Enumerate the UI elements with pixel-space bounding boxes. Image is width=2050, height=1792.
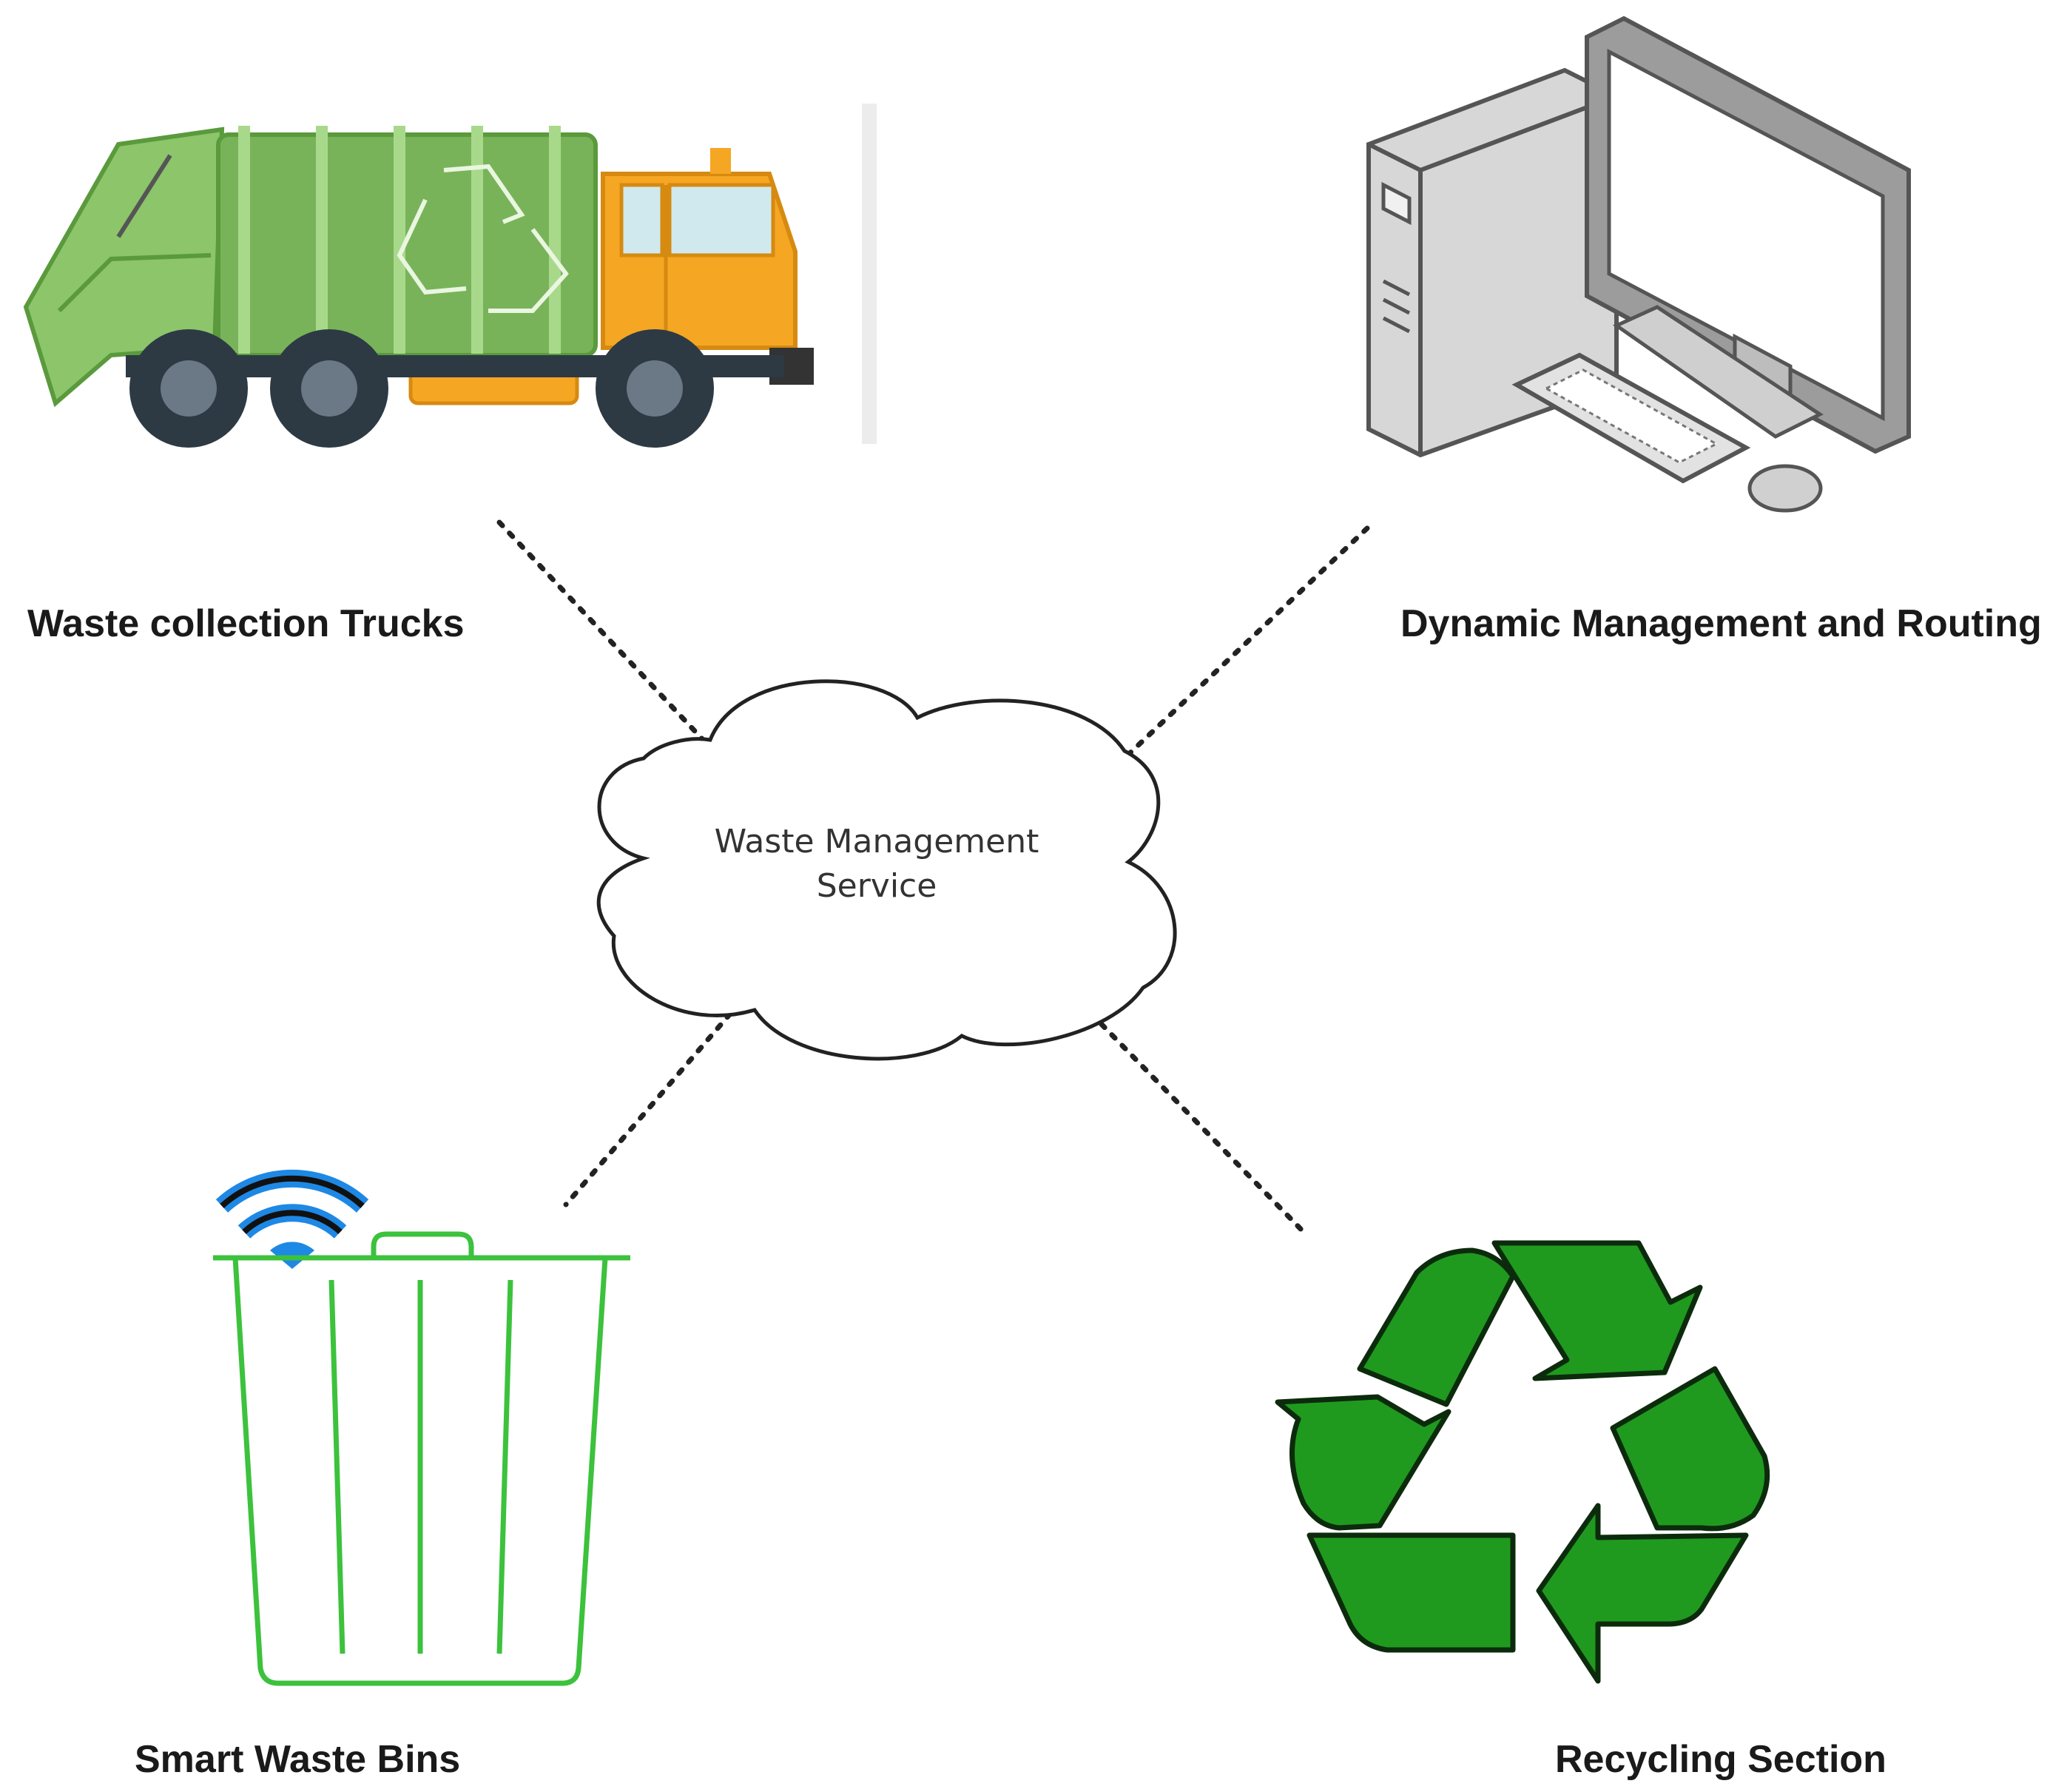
wifi-icon: [215, 1169, 369, 1269]
cloud-icon: [596, 679, 1177, 1061]
desktop-computer-icon: [1366, 16, 1911, 513]
divider: [862, 104, 877, 444]
connector-recycling: [1088, 1011, 1306, 1235]
connectors: [496, 519, 1370, 1235]
label-trucks: Waste collection Trucks: [27, 602, 464, 645]
connector-bins: [563, 1000, 743, 1207]
label-recycling: Recycling Section: [1555, 1738, 1887, 1781]
center-title-line2: Service: [817, 867, 937, 905]
truck-wheels: [129, 329, 714, 448]
connector-trucks: [496, 519, 709, 747]
label-management: Dynamic Management and Routing: [1400, 602, 2042, 645]
recycle-icon: [1275, 1240, 1770, 1684]
garbage-truck-icon: [23, 126, 814, 448]
smart-bin-icon: [213, 1169, 630, 1686]
connector-management: [1125, 525, 1370, 758]
center-title-line1: Waste Management: [715, 823, 1039, 860]
label-bins: Smart Waste Bins: [135, 1738, 460, 1781]
